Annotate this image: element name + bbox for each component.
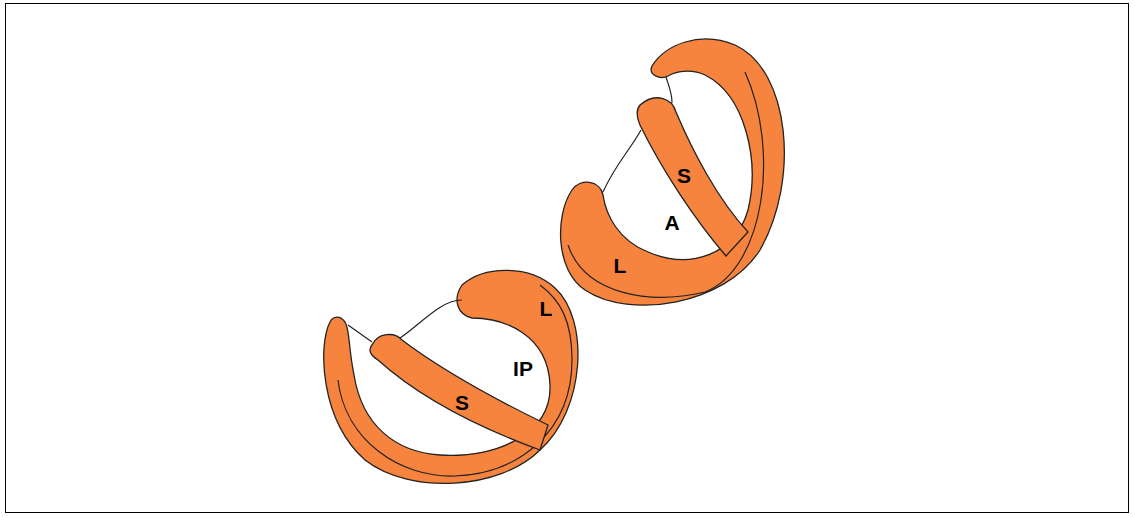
part-label: A [664,212,679,233]
membrane-line [400,300,462,338]
membrane-line [348,325,372,342]
outer-band [324,270,578,483]
part-label: L [540,298,553,319]
part-label: L [614,255,627,276]
part-label: S [455,392,469,413]
part-label: IP [513,358,533,379]
layer-line [338,285,572,476]
membrane-line [603,130,641,192]
layer-line [568,72,764,297]
outer-band [561,39,785,305]
frame-border [6,4,1129,513]
strip-band [637,98,748,256]
membrane-line [666,77,672,103]
strip-band [370,335,548,450]
part-label: S [677,165,691,186]
